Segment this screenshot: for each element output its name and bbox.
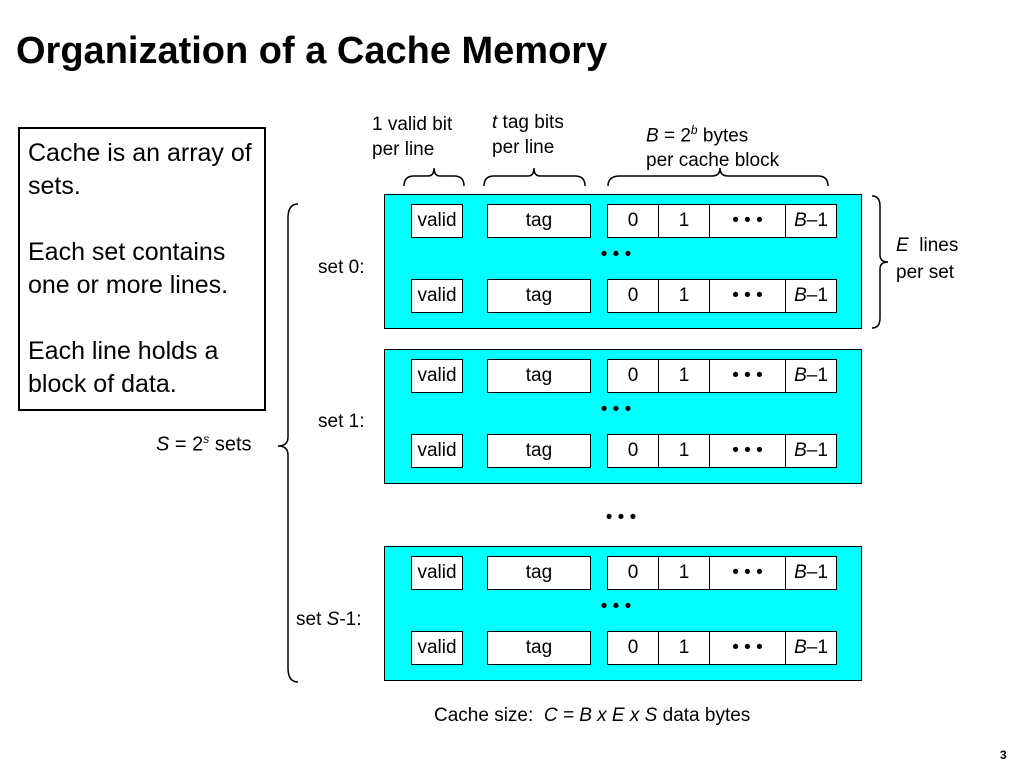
set-block-0: valid tag 0 1 • • • B–1 • • • valid tag … — [384, 194, 862, 329]
lines-per-set-label: E lines per set — [896, 235, 959, 283]
cache-line: valid tag 0 1 • • • B–1 — [385, 359, 861, 393]
tag-cell: tag — [487, 359, 591, 393]
valid-cell: valid — [411, 434, 463, 468]
byte-last-cell: B–1 — [785, 279, 837, 313]
tag-bits-label: t tag bits per line — [492, 112, 564, 158]
tag-cell: tag — [487, 204, 591, 238]
info-lines-text: Each set contains one or more lines. — [28, 238, 229, 299]
byte-last-cell: B–1 — [785, 434, 837, 468]
cache-line: valid tag 0 1 • • • B–1 — [385, 434, 861, 468]
byte-ellipsis-cell: • • • — [709, 204, 786, 238]
byte-1-cell: 1 — [658, 359, 710, 393]
cache-size-formula: Cache size: C = B x E x S data bytes — [434, 705, 751, 726]
valid-cell: valid — [411, 556, 463, 590]
sets-brace — [277, 203, 299, 683]
tag-cell: tag — [487, 434, 591, 468]
byte-0-cell: 0 — [607, 556, 659, 590]
valid-cell: valid — [411, 631, 463, 665]
tag-cell: tag — [487, 631, 591, 665]
byte-last-cell: B–1 — [785, 204, 837, 238]
byte-1-cell: 1 — [658, 434, 710, 468]
info-sets-text: Cache is an array of sets. — [28, 139, 252, 200]
info-block-text: Each line holds a block of data. — [28, 337, 219, 398]
slide-title: Organization of a Cache Memory — [16, 30, 608, 72]
set-last-label: set S-1: — [296, 609, 362, 630]
byte-1-cell: 1 — [658, 556, 710, 590]
byte-last-cell: B–1 — [785, 359, 837, 393]
block-brace — [607, 167, 829, 187]
set-0-label: set 0: — [318, 257, 365, 278]
byte-0-cell: 0 — [607, 434, 659, 468]
set-1-label: set 1: — [318, 411, 365, 432]
valid-cell: valid — [411, 359, 463, 393]
tag-cell: tag — [487, 279, 591, 313]
tag-brace — [483, 167, 586, 187]
sets-ellipsis: • • • — [605, 507, 637, 528]
valid-cell: valid — [411, 204, 463, 238]
byte-1-cell: 1 — [658, 631, 710, 665]
byte-0-cell: 0 — [607, 359, 659, 393]
set-block-last: valid tag 0 1 • • • B–1 • • • valid tag … — [384, 546, 862, 681]
byte-ellipsis-cell: • • • — [709, 434, 786, 468]
byte-1-cell: 1 — [658, 279, 710, 313]
lines-ellipsis: • • • — [600, 399, 632, 420]
byte-0-cell: 0 — [607, 631, 659, 665]
byte-0-cell: 0 — [607, 279, 659, 313]
sets-count-label: S = 2s sets — [156, 432, 252, 456]
byte-ellipsis-cell: • • • — [709, 279, 786, 313]
set-block-1: valid tag 0 1 • • • B–1 • • • valid tag … — [384, 349, 862, 484]
valid-brace — [403, 167, 465, 187]
info-box: Cache is an array of sets. Each set cont… — [18, 127, 266, 411]
valid-bit-label: 1 valid bit per line — [372, 114, 453, 160]
byte-0-cell: 0 — [607, 204, 659, 238]
page-number: 3 — [1000, 748, 1007, 762]
byte-ellipsis-cell: • • • — [709, 631, 786, 665]
lines-ellipsis: • • • — [600, 596, 632, 617]
byte-ellipsis-cell: • • • — [709, 556, 786, 590]
byte-1-cell: 1 — [658, 204, 710, 238]
byte-last-cell: B–1 — [785, 556, 837, 590]
byte-last-cell: B–1 — [785, 631, 837, 665]
byte-ellipsis-cell: • • • — [709, 359, 786, 393]
tag-cell: tag — [487, 556, 591, 590]
cache-line: valid tag 0 1 • • • B–1 — [385, 556, 861, 590]
lines-per-set-brace — [871, 195, 889, 329]
valid-cell: valid — [411, 279, 463, 313]
cache-line: valid tag 0 1 • • • B–1 — [385, 279, 861, 313]
cache-line: valid tag 0 1 • • • B–1 — [385, 631, 861, 665]
block-bytes-label: B = 2b bytes per cache block — [646, 123, 780, 172]
lines-ellipsis: • • • — [600, 244, 632, 265]
cache-line: valid tag 0 1 • • • B–1 — [385, 204, 861, 238]
